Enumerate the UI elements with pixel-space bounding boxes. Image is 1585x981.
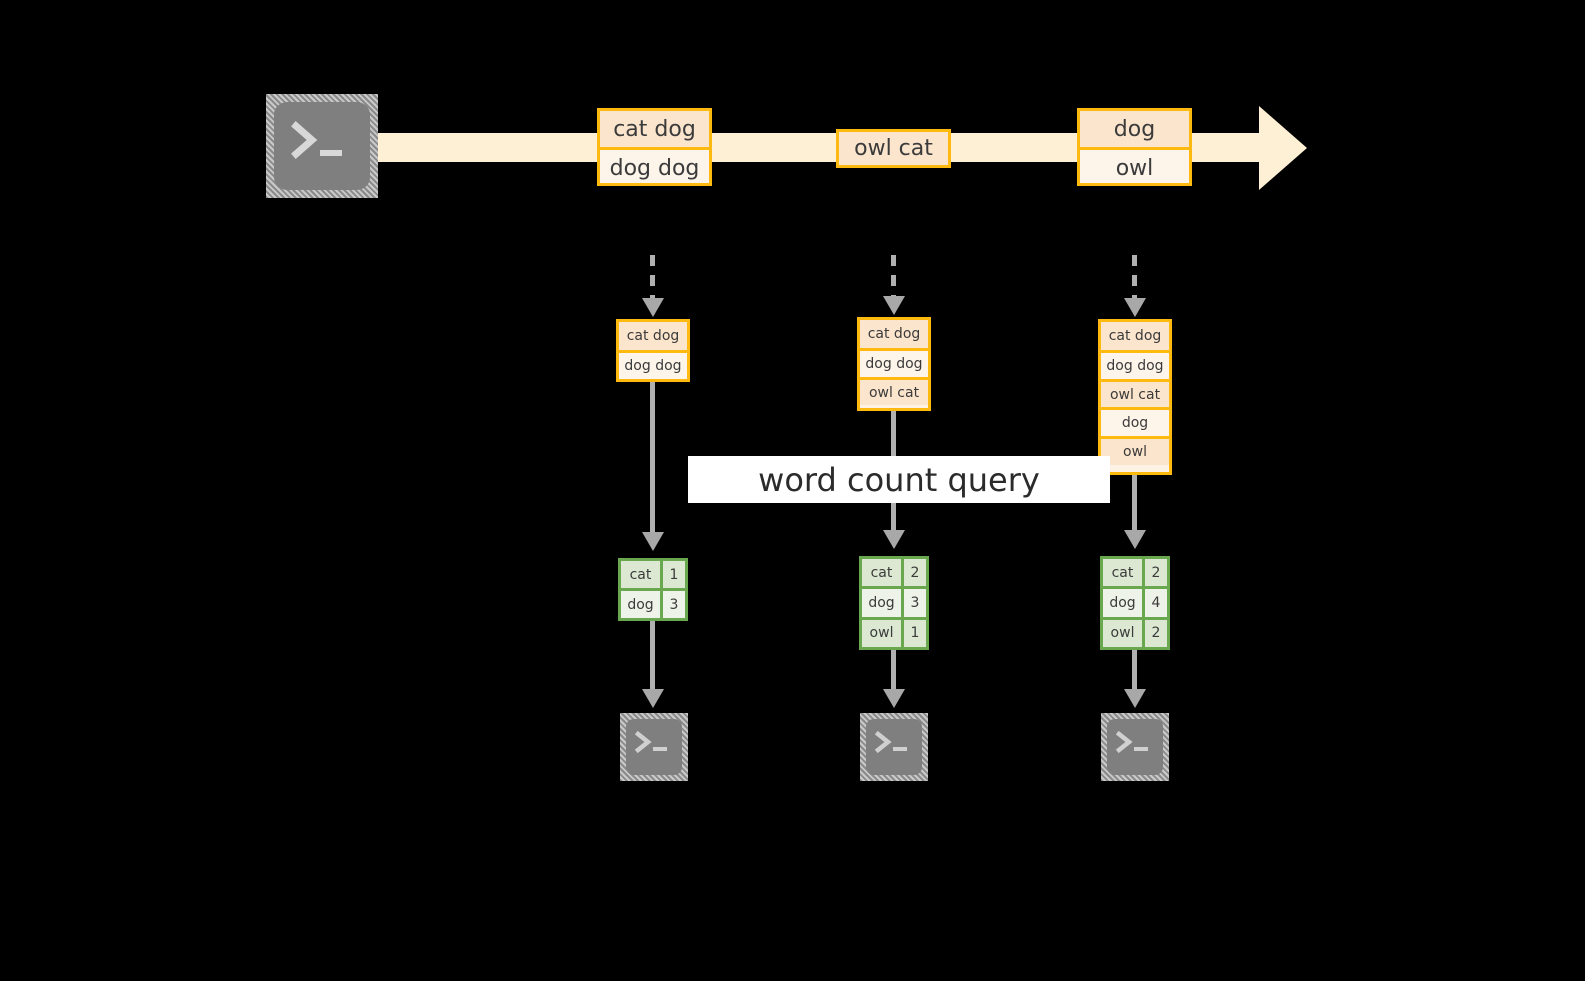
table-row: owl 1 [862, 616, 926, 647]
sink-terminal-icon-3[interactable] [1101, 713, 1169, 781]
result-count: 2 [904, 559, 926, 587]
result-word: dog [862, 589, 904, 617]
result-count: 2 [1145, 559, 1167, 587]
stream-event-1[interactable]: cat dog dog dog [597, 108, 712, 186]
stream-event-line: owl [1080, 147, 1189, 183]
table-row: dog 4 [1103, 586, 1167, 617]
table-row: dog 3 [862, 586, 926, 617]
accumulated-stack-2[interactable]: cat dog dog dog owl cat [857, 317, 931, 411]
stream-event-line: cat dog [600, 111, 709, 147]
table-row: dog 3 [621, 588, 685, 618]
accumulated-stack-1[interactable]: cat dog dog dog [616, 319, 690, 382]
terminal-prompt-glyph [291, 121, 342, 159]
stream-event-3[interactable]: dog owl [1077, 108, 1192, 186]
transform-line-1 [650, 382, 655, 534]
result-count: 2 [1145, 619, 1167, 647]
stream-arrowhead [1259, 106, 1307, 190]
sink-arrowhead-1 [642, 689, 664, 708]
stream-event-line: owl cat [839, 132, 948, 165]
sink-terminal-icon-1[interactable] [620, 713, 688, 781]
result-word: owl [862, 619, 904, 647]
result-count: 3 [904, 589, 926, 617]
result-table-2[interactable]: cat 2 dog 3 owl 1 [859, 556, 929, 650]
transform-arrowhead-2 [883, 530, 905, 549]
table-row: owl 2 [1103, 616, 1167, 647]
sink-line-1 [650, 621, 655, 691]
table-row: cat 2 [862, 559, 926, 587]
accumulated-row: dog [1101, 407, 1169, 436]
terminal-prompt-glyph [874, 730, 907, 754]
accumulated-row: cat dog [860, 320, 928, 348]
sink-arrowhead-2 [883, 689, 905, 708]
transform-line-3 [1132, 475, 1137, 532]
stream-event-2[interactable]: owl cat [836, 129, 951, 168]
accumulated-row: cat dog [1101, 322, 1169, 350]
table-row: cat 1 [621, 561, 685, 588]
feed-arrowhead-2 [883, 296, 905, 315]
accumulated-row: owl cat [860, 377, 928, 405]
stream-event-line: dog [1080, 111, 1189, 147]
feed-dashed-line-3 [1132, 255, 1137, 300]
sink-line-3 [1132, 650, 1137, 691]
terminal-prompt-glyph [634, 730, 667, 754]
feed-arrowhead-3 [1124, 298, 1146, 317]
sink-line-2 [891, 650, 896, 691]
result-table-1[interactable]: cat 1 dog 3 [618, 558, 688, 621]
source-terminal-icon[interactable] [266, 94, 378, 198]
accumulated-row: dog dog [1101, 350, 1169, 379]
feed-dashed-line-2 [891, 255, 896, 300]
result-count: 1 [904, 619, 926, 647]
result-count: 1 [663, 561, 685, 588]
stream-event-line: dog dog [600, 147, 709, 183]
accumulated-row: owl [1101, 436, 1169, 465]
result-word: cat [1103, 559, 1145, 587]
result-word: cat [862, 559, 904, 587]
result-word: dog [1103, 589, 1145, 617]
feed-arrowhead-1 [642, 298, 664, 317]
sink-terminal-icon-2[interactable] [860, 713, 928, 781]
accumulated-row: dog dog [860, 348, 928, 377]
result-word: cat [621, 561, 663, 588]
result-word: dog [621, 591, 663, 618]
terminal-prompt-glyph [1115, 730, 1148, 754]
result-table-3[interactable]: cat 2 dog 4 owl 2 [1100, 556, 1170, 650]
transform-arrowhead-1 [642, 532, 664, 551]
word-count-query-banner: word count query [688, 456, 1110, 503]
sink-arrowhead-3 [1124, 689, 1146, 708]
accumulated-stack-3[interactable]: cat dog dog dog owl cat dog owl [1098, 319, 1172, 475]
accumulated-row: cat dog [619, 322, 687, 350]
feed-dashed-line-1 [650, 255, 655, 300]
result-count: 3 [663, 591, 685, 618]
table-row: cat 2 [1103, 559, 1167, 587]
accumulated-row: dog dog [619, 350, 687, 379]
accumulated-row: owl cat [1101, 379, 1169, 407]
transform-arrowhead-3 [1124, 530, 1146, 549]
result-count: 4 [1145, 589, 1167, 617]
result-word: owl [1103, 619, 1145, 647]
